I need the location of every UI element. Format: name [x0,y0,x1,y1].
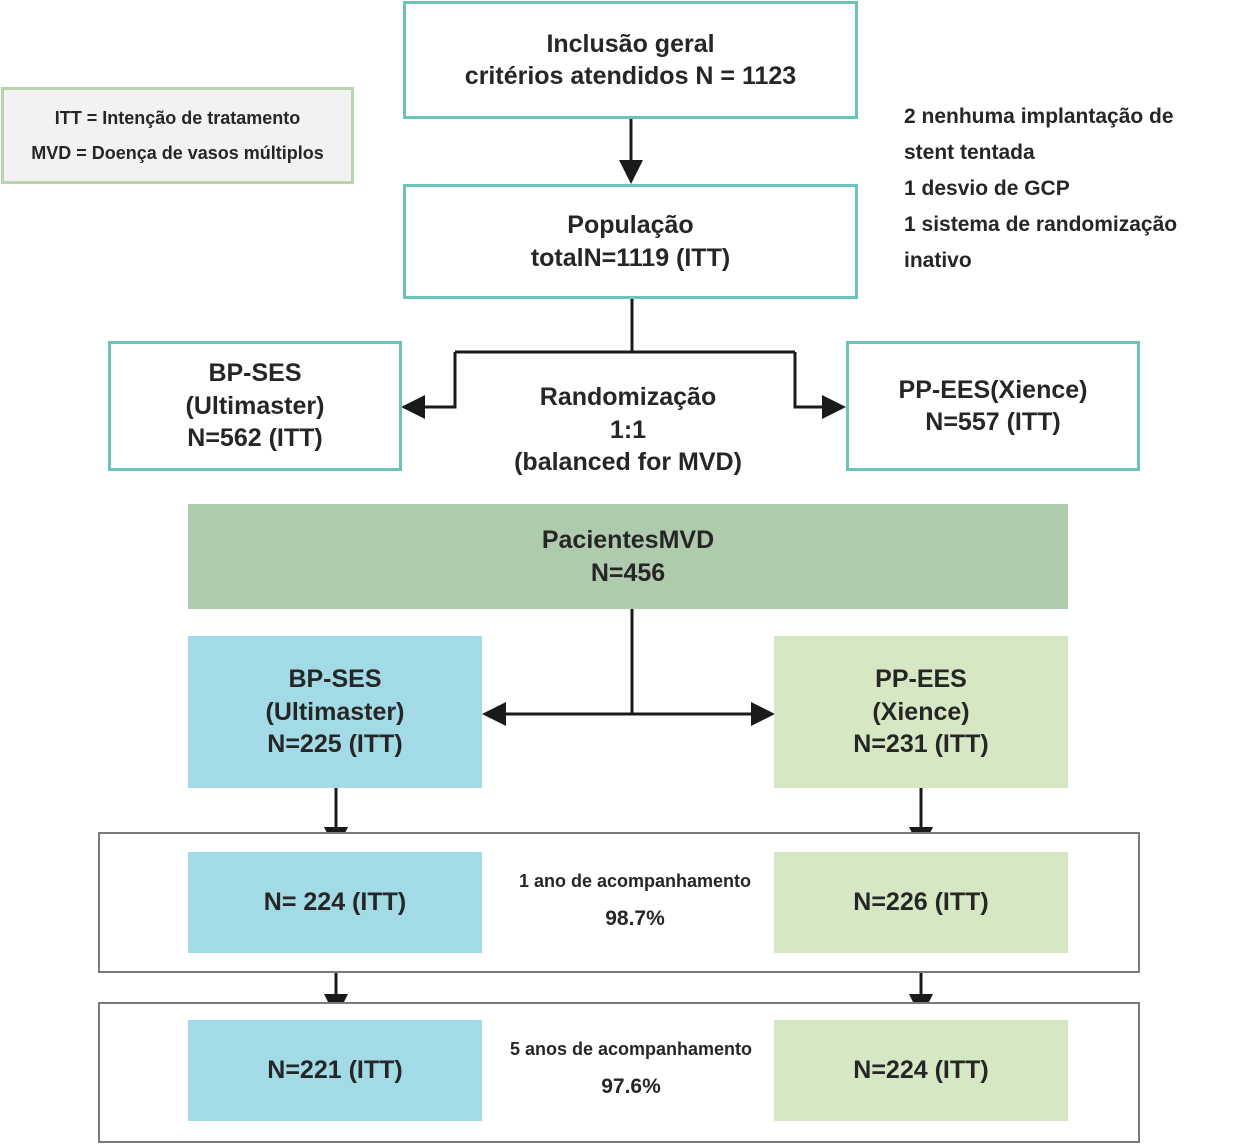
followup-1y-rate: 98.7% [605,907,665,931]
followup-1y-label: 1 ano de acompanhamento 98.7% [490,864,780,940]
followup-5y-left-box: N=221 (ITT) [188,1020,482,1121]
arm-left-box: BP-SES (Ultimaster) N=562 (ITT) [108,341,402,471]
population-count: totalN=1119 (ITT) [530,243,731,272]
mvd-count: N=456 [590,558,666,587]
randomization-note: (balanced for MVD) [514,448,742,477]
arrow-to-right-arm [793,352,846,419]
exclusion-line: 1 sistema de randomização [904,213,1178,236]
exclusion-line: 1 desvio de GCP [904,177,1070,200]
exclusion-notes: 2 nenhuma implantação de stent tentada 1… [904,99,1177,279]
mvd-title: PacientesMVD [541,526,715,554]
followup-5y-right-box: N=224 (ITT) [774,1020,1068,1121]
arm-left-name: BP-SES [208,359,302,388]
randomization-title: Randomização [539,383,717,412]
randomization-ratio: 1:1 [609,415,647,444]
mvd-right-device: (Xience) [872,697,970,726]
mvd-left-box: BP-SES (Ultimaster) N=225 (ITT) [188,636,482,788]
followup-1y-left-count: N= 224 (ITT) [263,888,407,917]
inclusion-count: critérios atendidos N = 1123 [464,62,797,90]
exclusion-line: 2 nenhuma implantação de [904,105,1174,128]
legend-itt: ITT = Intenção de tratamento [54,108,301,129]
followup-5y-right-count: N=224 (ITT) [853,1056,989,1085]
population-title: População [567,211,694,239]
followup-1y-right-box: N=226 (ITT) [774,852,1068,953]
mvd-left-count: N=225 (ITT) [267,730,403,759]
inclusion-title: Inclusão geral [546,29,715,58]
arm-left-device: (Ultimaster) [185,391,325,420]
followup-1y-left-box: N= 224 (ITT) [188,852,482,953]
mvd-right-box: PP-EES (Xience) N=231 (ITT) [774,636,1068,788]
mvd-right-name: PP-EES [875,665,967,694]
followup-1y-right-count: N=226 (ITT) [853,888,989,917]
followup-5y-label: 5 anos de acompanhamento 97.6% [486,1032,776,1108]
mvd-patients-box: PacientesMVD N=456 [188,504,1068,609]
followup-5y-left-count: N=221 (ITT) [267,1056,403,1085]
arm-left-count: N=562 (ITT) [187,424,323,453]
followup-5y-rate: 97.6% [601,1075,661,1099]
exclusion-line: inativo [904,249,972,272]
followup-5y-text: 5 anos de acompanhamento [509,1038,753,1059]
inclusion-box: Inclusão geral critérios atendidos N = 1… [403,1,858,119]
mvd-right-count: N=231 (ITT) [853,730,989,759]
legend-mvd: MVD = Doença de vasos múltiplos [31,142,324,163]
mvd-left-name: BP-SES [288,665,382,694]
legend-box: ITT = Intenção de tratamento MVD = Doenç… [1,87,354,184]
arm-right-name: PP-EES(Xience) [898,375,1088,404]
exclusion-line: stent tentada [904,141,1035,164]
randomization-label: Randomização 1:1 (balanced for MVD) [470,374,786,486]
arrow-to-left-arm [401,352,457,419]
arm-right-count: N=557 (ITT) [925,408,1061,436]
followup-1y-text: 1 ano de acompanhamento [518,870,752,891]
arm-right-box: PP-EES(Xience) N=557 (ITT) [846,341,1140,471]
mvd-left-device: (Ultimaster) [265,697,405,726]
population-box: População totalN=1119 (ITT) [403,184,858,299]
